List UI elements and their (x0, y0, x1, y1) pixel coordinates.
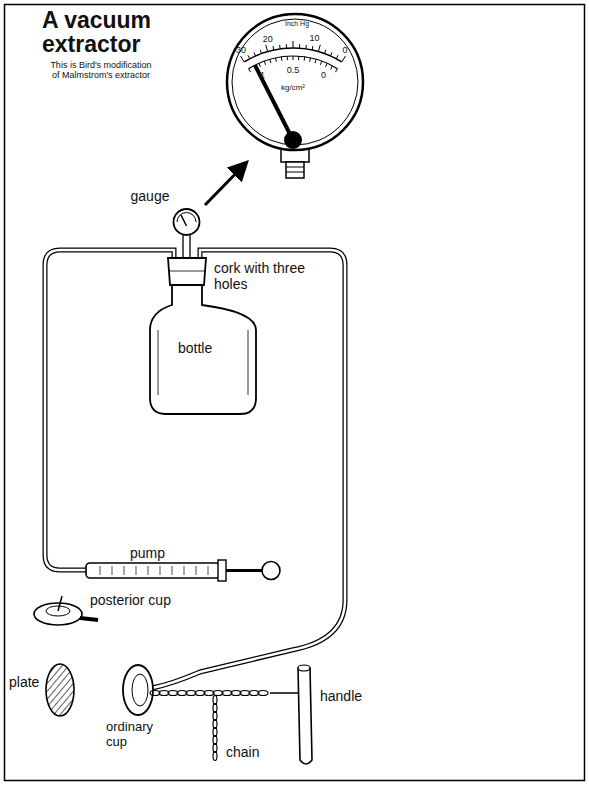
page-frame (5, 5, 585, 781)
cork (168, 258, 206, 285)
part-label: chain (226, 744, 259, 760)
part-label: handle (320, 688, 362, 704)
posterior-cup-drawing (34, 596, 98, 625)
plate-drawing (46, 664, 74, 716)
diagram-title: A vacuum extractor (42, 8, 182, 56)
part-label: bottle (178, 340, 212, 356)
gauge-unit: kg/cm² (281, 83, 305, 92)
subtitle-note: This is Bird's modification of Malmstrom… (46, 60, 156, 81)
part-label: posterior cup (90, 592, 171, 608)
ordinary-cup-drawing (123, 665, 153, 715)
gauge-number: 30 (236, 45, 246, 55)
chain-links (150, 691, 268, 761)
handle-drawing (270, 665, 312, 764)
gauge-number: 1 (260, 70, 265, 80)
gauge-number: 0.5 (287, 65, 300, 75)
gauge-number: 20 (263, 34, 273, 44)
part-label: pump (130, 545, 165, 561)
part-label: cork with three holes (214, 260, 309, 292)
gauge-number: 0 (321, 70, 326, 80)
part-label: gauge (131, 188, 170, 204)
gauge-number: 10 (310, 33, 320, 43)
gauge-unit: Inch Hg (285, 20, 309, 28)
part-label: plate (9, 674, 39, 690)
pointer-arrow (205, 163, 246, 205)
part-label: ordinary cup (106, 720, 166, 750)
gauge-detail (227, 14, 363, 178)
pump-drawing (86, 560, 280, 581)
gauge-number: 0 (342, 45, 347, 55)
small-gauge (174, 209, 200, 258)
rubber-tubes (45, 250, 345, 688)
